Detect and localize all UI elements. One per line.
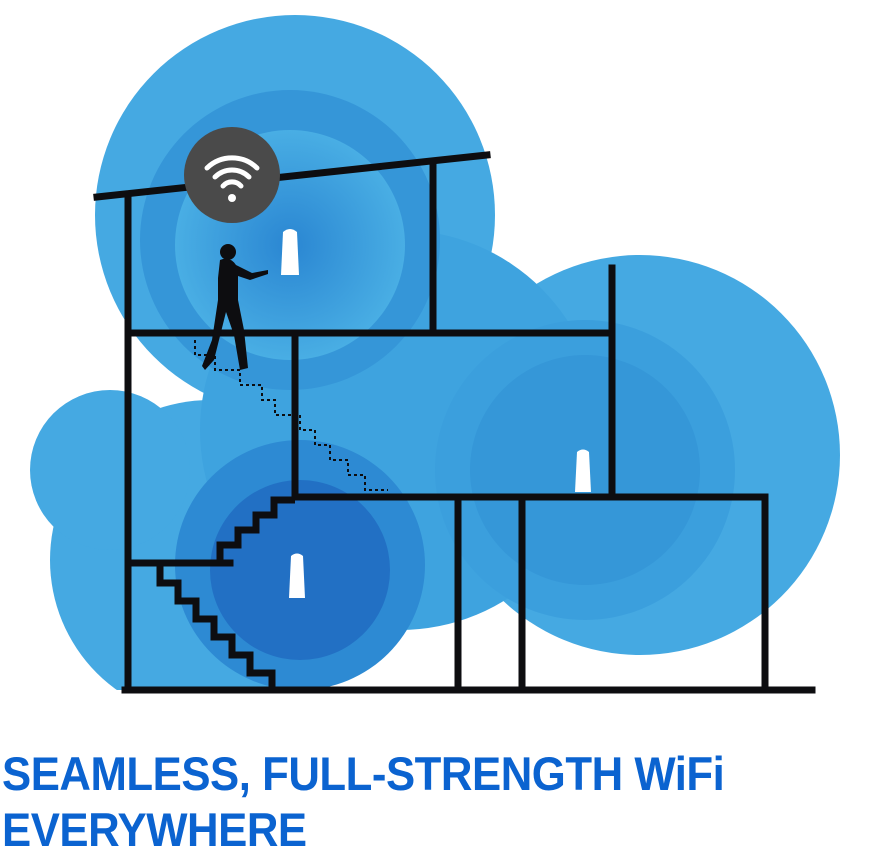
house-outline	[93, 151, 816, 694]
headline-line-1: SEAMLESS, FULL-STRENGTH WiFi	[2, 747, 725, 800]
person-icon	[202, 244, 268, 370]
dotted-stairs	[194, 340, 388, 491]
wifi-icon	[184, 127, 280, 223]
headline-line-2: EVERYWHERE	[2, 803, 307, 856]
mesh-wifi-house-illustration	[30, 15, 840, 720]
router-icon	[281, 229, 591, 598]
